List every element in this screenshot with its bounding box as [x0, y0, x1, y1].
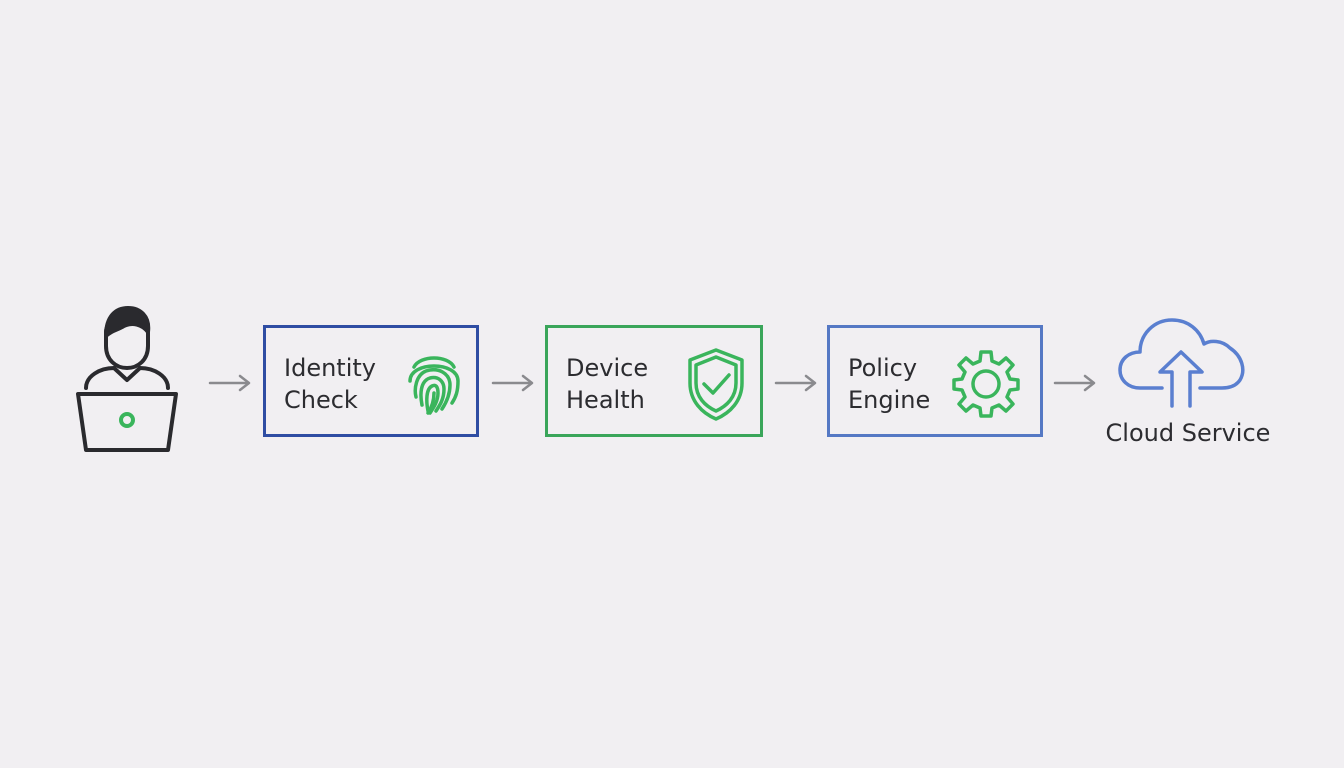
user-laptop-icon [72, 302, 182, 454]
gear-icon [950, 348, 1022, 424]
cloud-upload-icon [1118, 312, 1248, 412]
flow-arrow-3 [774, 374, 817, 392]
device-health-label: Device Health [566, 354, 649, 414]
flow-arrow-4 [1053, 374, 1096, 392]
device-health-node: Device Health [545, 325, 763, 437]
flow-arrow-2 [491, 374, 534, 392]
policy-engine-node: Policy Engine [827, 325, 1043, 437]
policy-engine-label: Policy Engine [848, 354, 931, 414]
identity-check-node: Identity Check [263, 325, 479, 437]
cloud-service-node: Cloud Service [1100, 312, 1276, 452]
flow-arrow-1 [208, 374, 251, 392]
identity-check-label: Identity Check [284, 354, 376, 414]
cloud-service-label: Cloud Service [1105, 419, 1271, 447]
shield-check-icon [684, 347, 748, 425]
fingerprint-icon [404, 347, 464, 421]
